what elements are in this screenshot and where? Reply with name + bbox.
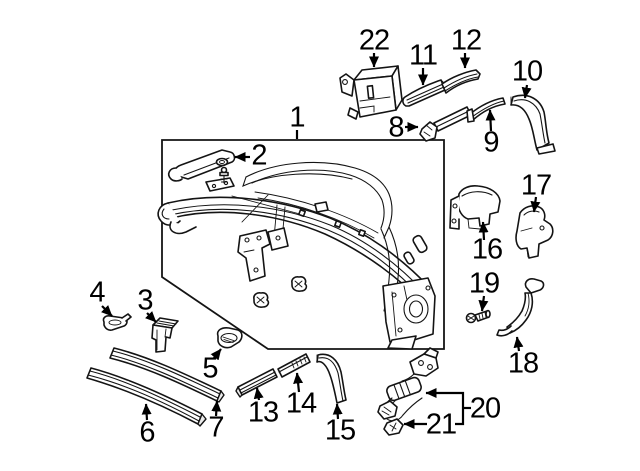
part-12-art (441, 69, 481, 94)
part-20-art (377, 347, 439, 422)
callout-2: 2 (251, 139, 267, 172)
part-18-art (496, 278, 545, 337)
callout-20: 20 (469, 392, 501, 425)
part-6-art (86, 367, 207, 427)
callout-16: 16 (471, 233, 503, 266)
part-5-art (216, 327, 243, 349)
callout-15: 15 (324, 414, 356, 447)
callout-6: 6 (139, 416, 155, 449)
callout-1: 1 (289, 101, 305, 134)
callout-9: 9 (483, 126, 499, 159)
part-9-art (466, 97, 506, 123)
callout-10: 10 (511, 55, 543, 88)
main-assembly-art (157, 161, 436, 350)
callout-11: 11 (408, 39, 438, 72)
part-4-art (102, 313, 132, 331)
callout-18: 18 (507, 347, 539, 380)
part-7-art (109, 347, 225, 403)
part-22-art (339, 65, 403, 120)
callout-8: 8 (388, 111, 404, 144)
callout-22: 22 (358, 24, 390, 57)
part-16-art (449, 185, 501, 230)
callout-21: 21 (425, 408, 457, 441)
part-13-art (235, 368, 278, 398)
part-17-art (515, 205, 554, 259)
callout-4: 4 (89, 276, 105, 309)
part-10-art (510, 94, 556, 155)
callout-7: 7 (208, 411, 224, 444)
callout-3: 3 (137, 284, 153, 317)
leader-arrows (101, 53, 541, 429)
part-15-art (316, 353, 347, 404)
part-21-art (383, 418, 404, 436)
part-3-art (151, 317, 179, 353)
callout-12: 12 (450, 24, 482, 57)
part-14-art (277, 353, 311, 378)
detail-box (161, 130, 445, 350)
part-2-art (168, 149, 236, 184)
part-19-art (465, 309, 491, 324)
part-8-art (419, 106, 472, 142)
callout-17: 17 (520, 169, 552, 202)
callout-14: 14 (285, 387, 317, 420)
callout-13: 13 (247, 396, 279, 429)
callout-5: 5 (202, 352, 218, 385)
callout-19: 19 (468, 267, 500, 300)
